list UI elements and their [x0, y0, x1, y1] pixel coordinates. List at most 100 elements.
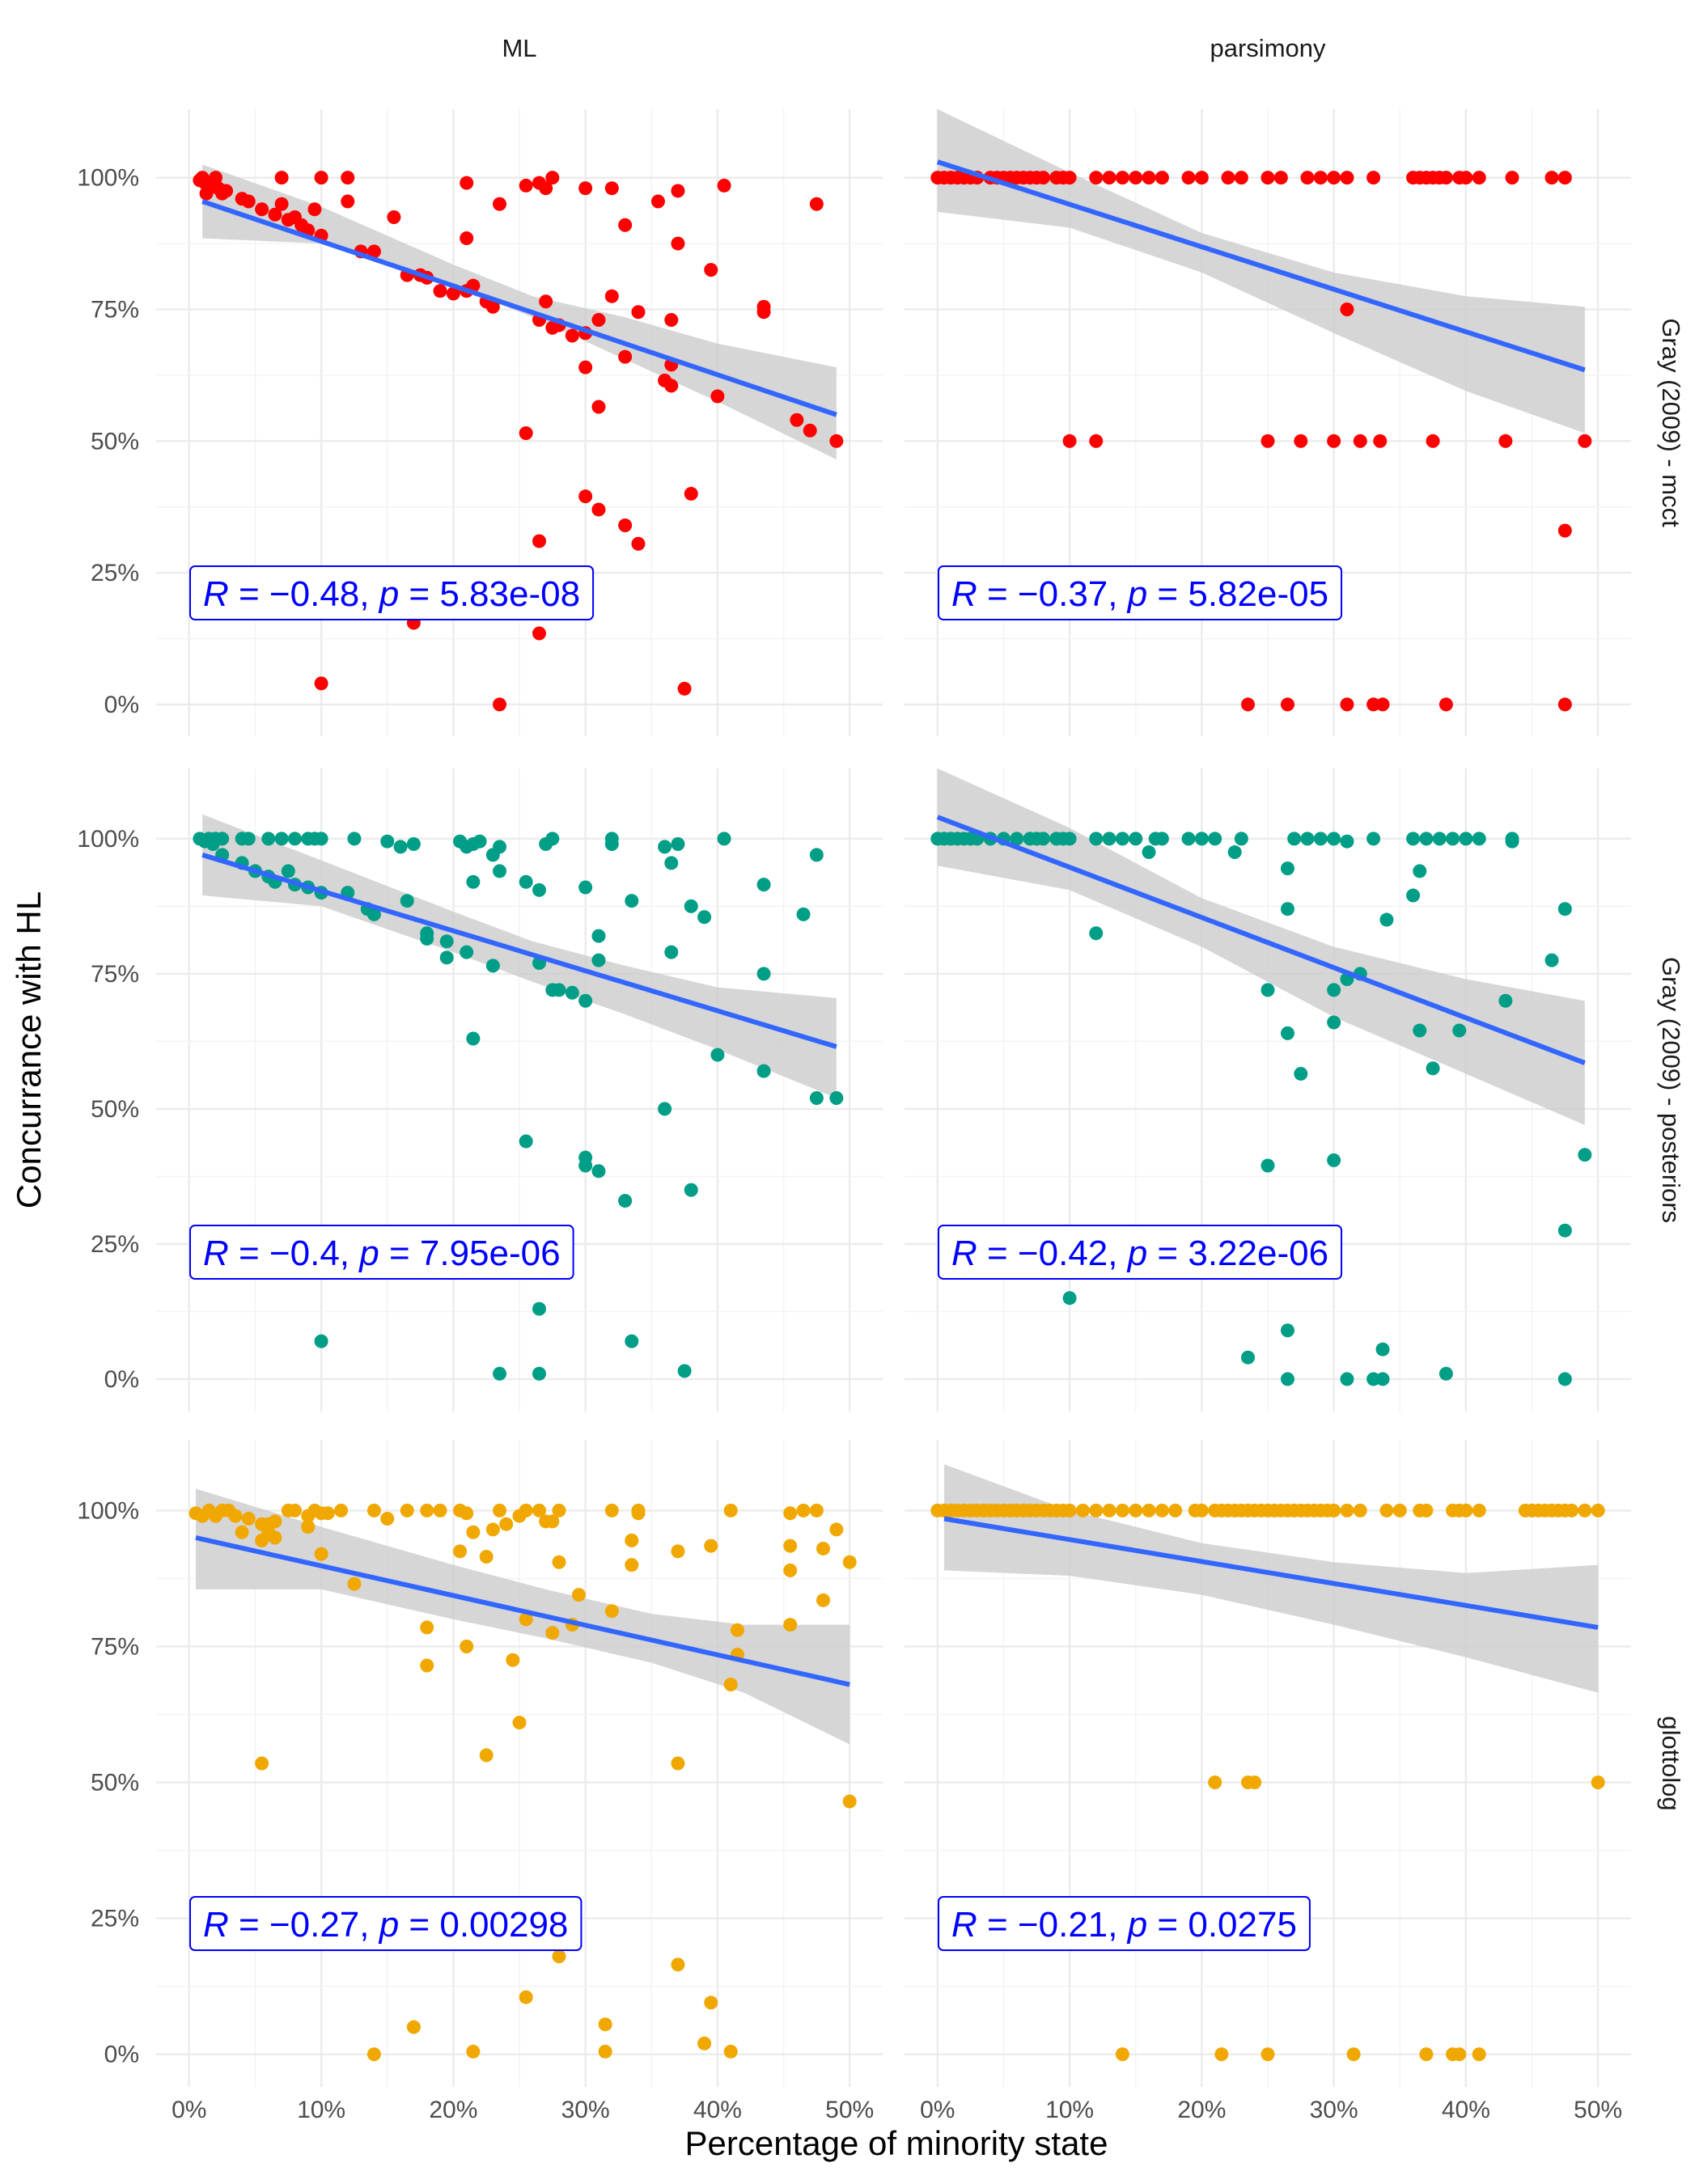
data-point: [591, 502, 606, 517]
data-point: [704, 263, 718, 277]
data-point: [235, 1525, 249, 1539]
data-point: [532, 1366, 546, 1381]
fit-line-layer: [195, 159, 1599, 1687]
annotation-value: = 0.00298: [399, 1905, 568, 1945]
data-point: [1327, 434, 1341, 448]
y-tick-label: 100%: [77, 826, 139, 853]
data-point: [1089, 926, 1104, 941]
data-point: [1280, 1372, 1294, 1386]
data-point: [1438, 1366, 1453, 1381]
data-point: [552, 1555, 566, 1569]
data-point: [1459, 832, 1473, 846]
data-point: [1379, 912, 1394, 927]
data-point: [532, 1302, 546, 1316]
data-point: [1544, 953, 1559, 967]
data-point: [1194, 832, 1209, 846]
data-point: [730, 1623, 744, 1637]
data-point: [255, 1533, 269, 1547]
data-point: [420, 1658, 434, 1673]
data-point: [287, 832, 302, 846]
data-point: [261, 832, 276, 846]
data-point: [1248, 1776, 1262, 1790]
annotation-symbol: p: [358, 1234, 379, 1273]
data-point: [664, 856, 679, 870]
data-point: [1214, 2047, 1229, 2062]
x-tick-label: 20%: [429, 2097, 477, 2123]
x-tick-label: 0%: [920, 2097, 955, 2123]
annotation-box: [938, 1225, 1343, 1280]
data-point: [1287, 832, 1302, 846]
data-point: [1181, 171, 1196, 185]
x-tick-label: 30%: [561, 2097, 610, 2123]
data-point: [783, 1618, 798, 1632]
data-point: [1557, 523, 1572, 538]
data-point: [1340, 302, 1354, 316]
data-point: [460, 1639, 474, 1653]
confidence-band: [202, 814, 837, 1098]
data-point: [255, 202, 269, 217]
data-point: [809, 1091, 824, 1106]
data-point: [1375, 1342, 1390, 1357]
annotation-box: [189, 1896, 583, 1951]
y-tick-label: 75%: [91, 296, 139, 323]
data-point: [539, 181, 553, 196]
data-point: [625, 1334, 639, 1348]
data-point: [604, 289, 619, 303]
data-point: [697, 2036, 712, 2051]
data-point: [1115, 2047, 1129, 2062]
data-point: [783, 1506, 798, 1521]
data-point: [433, 284, 447, 298]
data-point: [366, 244, 381, 259]
annotation-symbol: p: [1126, 574, 1147, 614]
confidence-band: [943, 1464, 1599, 1693]
y-tick-label: 100%: [77, 165, 139, 192]
data-point: [631, 536, 646, 551]
data-point: [618, 1193, 633, 1208]
data-point: [347, 832, 362, 846]
annotation-value: = 7.95e-06: [379, 1234, 561, 1273]
correlation-annotation: R = −0.21, p = 0.0275: [938, 1896, 1311, 1951]
data-point: [307, 202, 322, 217]
data-point: [439, 950, 454, 965]
data-point: [466, 1525, 481, 1539]
data-point: [671, 1544, 685, 1559]
facet-strip-row: Gray (2009) - mcct: [1657, 318, 1685, 527]
data-point: [816, 1593, 831, 1607]
data-point: [493, 697, 507, 712]
annotation-text: R = −0.21, p = 0.0275: [951, 1905, 1297, 1945]
regression-line: [936, 815, 1586, 1065]
data-point: [1578, 1148, 1592, 1162]
data-point: [1300, 171, 1315, 185]
data-point: [1102, 832, 1116, 846]
data-point: [631, 305, 646, 320]
annotation-value: = −0.42,: [977, 1234, 1128, 1273]
confidence-band: [937, 109, 1585, 434]
data-point: [1062, 1503, 1077, 1517]
data-point: [723, 2044, 738, 2059]
data-point: [829, 1522, 844, 1537]
facet-strip-column: ML: [502, 34, 536, 62]
data-point: [1472, 1503, 1486, 1517]
data-point: [571, 1588, 586, 1602]
annotation-value: = −0.4,: [229, 1234, 359, 1273]
data-point: [1221, 171, 1235, 185]
data-point: [598, 2017, 612, 2032]
data-point: [1419, 1503, 1434, 1517]
data-point: [281, 864, 295, 878]
data-point: [796, 907, 811, 921]
data-point: [545, 1514, 560, 1529]
x-tick-label: 40%: [693, 2097, 742, 2123]
data-point: [493, 864, 507, 878]
data-point: [341, 171, 355, 185]
y-tick-label: 100%: [77, 1497, 139, 1524]
data-point: [519, 1990, 533, 2004]
data-point: [532, 626, 546, 641]
data-point: [519, 1612, 533, 1627]
data-point: [545, 1626, 560, 1640]
data-point: [314, 676, 328, 691]
data-point: [1208, 832, 1222, 846]
y-tick-label: 0%: [104, 692, 139, 718]
data-point: [1010, 832, 1024, 846]
data-point: [1260, 983, 1275, 997]
data-point: [631, 1506, 646, 1521]
